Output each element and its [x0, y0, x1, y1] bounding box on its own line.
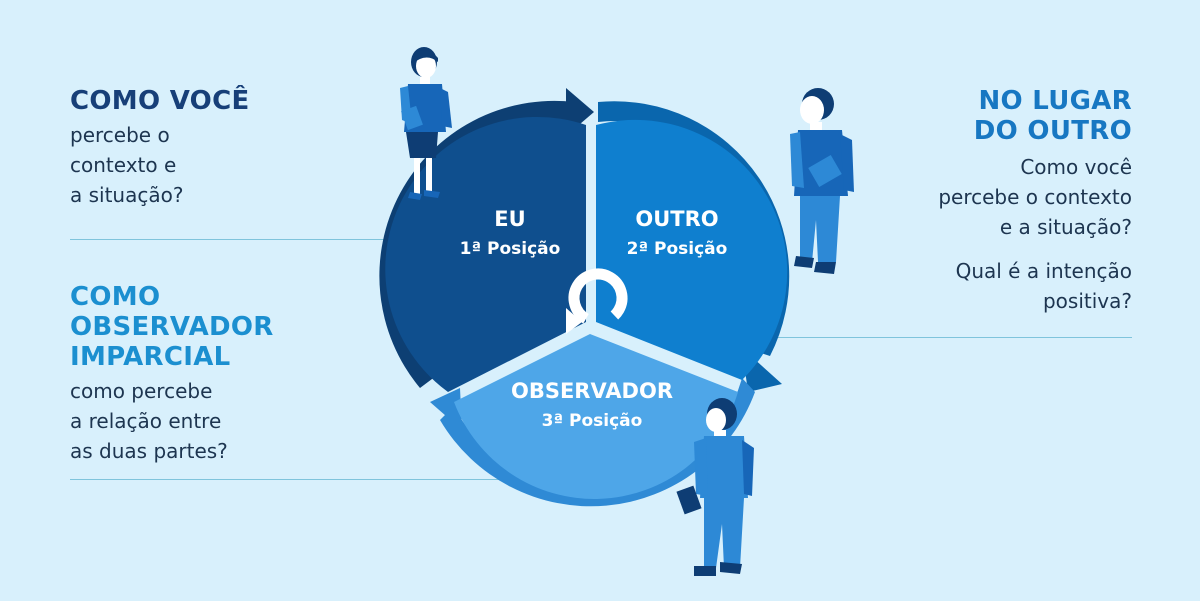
segment-observador-title: OBSERVADOR	[511, 379, 673, 403]
observer-body-line: como percebe	[70, 379, 213, 403]
divider-left-top	[70, 239, 410, 240]
observer-heading-line: IMPARCIAL	[70, 342, 231, 372]
eu-question-block: COMO VOCÊ percebe o contexto e a situaçã…	[70, 86, 390, 210]
observer-heading: COMO OBSERVADOR IMPARCIAL	[70, 282, 390, 372]
observer-question-block: COMO OBSERVADOR IMPARCIAL como percebe a…	[70, 282, 390, 466]
eu-body: percebe o contexto e a situação?	[70, 120, 390, 210]
segment-observador-subtitle: 3ª Posição	[542, 411, 643, 431]
segment-observador	[454, 334, 738, 499]
eu-heading: COMO VOCÊ	[70, 86, 250, 116]
outro-heading-line: NO LUGAR	[978, 86, 1132, 116]
cycle-arrow-icon	[566, 268, 628, 334]
observer-heading-line: OBSERVADOR	[70, 312, 274, 342]
outro-heading-line: DO OUTRO	[973, 116, 1132, 146]
observer-body-line: a relação entre	[70, 409, 222, 433]
ring-arrowhead-observador	[430, 388, 462, 430]
divider-left-bottom	[70, 479, 630, 480]
outro-question-block: NO LUGAR DO OUTRO Como você percebe o co…	[802, 86, 1132, 316]
outro-question-line: Qual é a intenção	[955, 259, 1132, 283]
person-woman-eu	[400, 47, 452, 200]
observer-body: como percebe a relação entre as duas par…	[70, 376, 390, 466]
person-man-outro	[790, 88, 854, 274]
divider-right	[770, 337, 1132, 338]
eu-body-line: percebe o	[70, 123, 170, 147]
segment-eu	[385, 116, 586, 392]
outro-question: Qual é a intenção positiva?	[802, 256, 1132, 316]
segment-outro	[596, 119, 788, 380]
outro-body-line: Como você	[1020, 155, 1132, 179]
segment-eu-subtitle: 1ª Posição	[460, 239, 561, 259]
outro-heading: NO LUGAR DO OUTRO	[802, 86, 1132, 146]
person-man-observador	[676, 398, 754, 576]
outro-body-line: percebe o contexto	[938, 185, 1132, 209]
eu-body-line: a situação?	[70, 183, 184, 207]
segment-eu-title: EU	[494, 207, 525, 231]
observer-body-line: as duas partes?	[70, 439, 228, 463]
outro-body-line: e a situação?	[999, 215, 1132, 239]
eu-body-line: contexto e	[70, 153, 177, 177]
segment-outro-title: OUTRO	[635, 207, 718, 231]
observer-heading-line: COMO	[70, 282, 161, 312]
outro-body: Como você percebe o contexto e a situaçã…	[802, 152, 1132, 242]
outro-question-line: positiva?	[1042, 289, 1132, 313]
segment-outro-subtitle: 2ª Posição	[627, 239, 728, 259]
